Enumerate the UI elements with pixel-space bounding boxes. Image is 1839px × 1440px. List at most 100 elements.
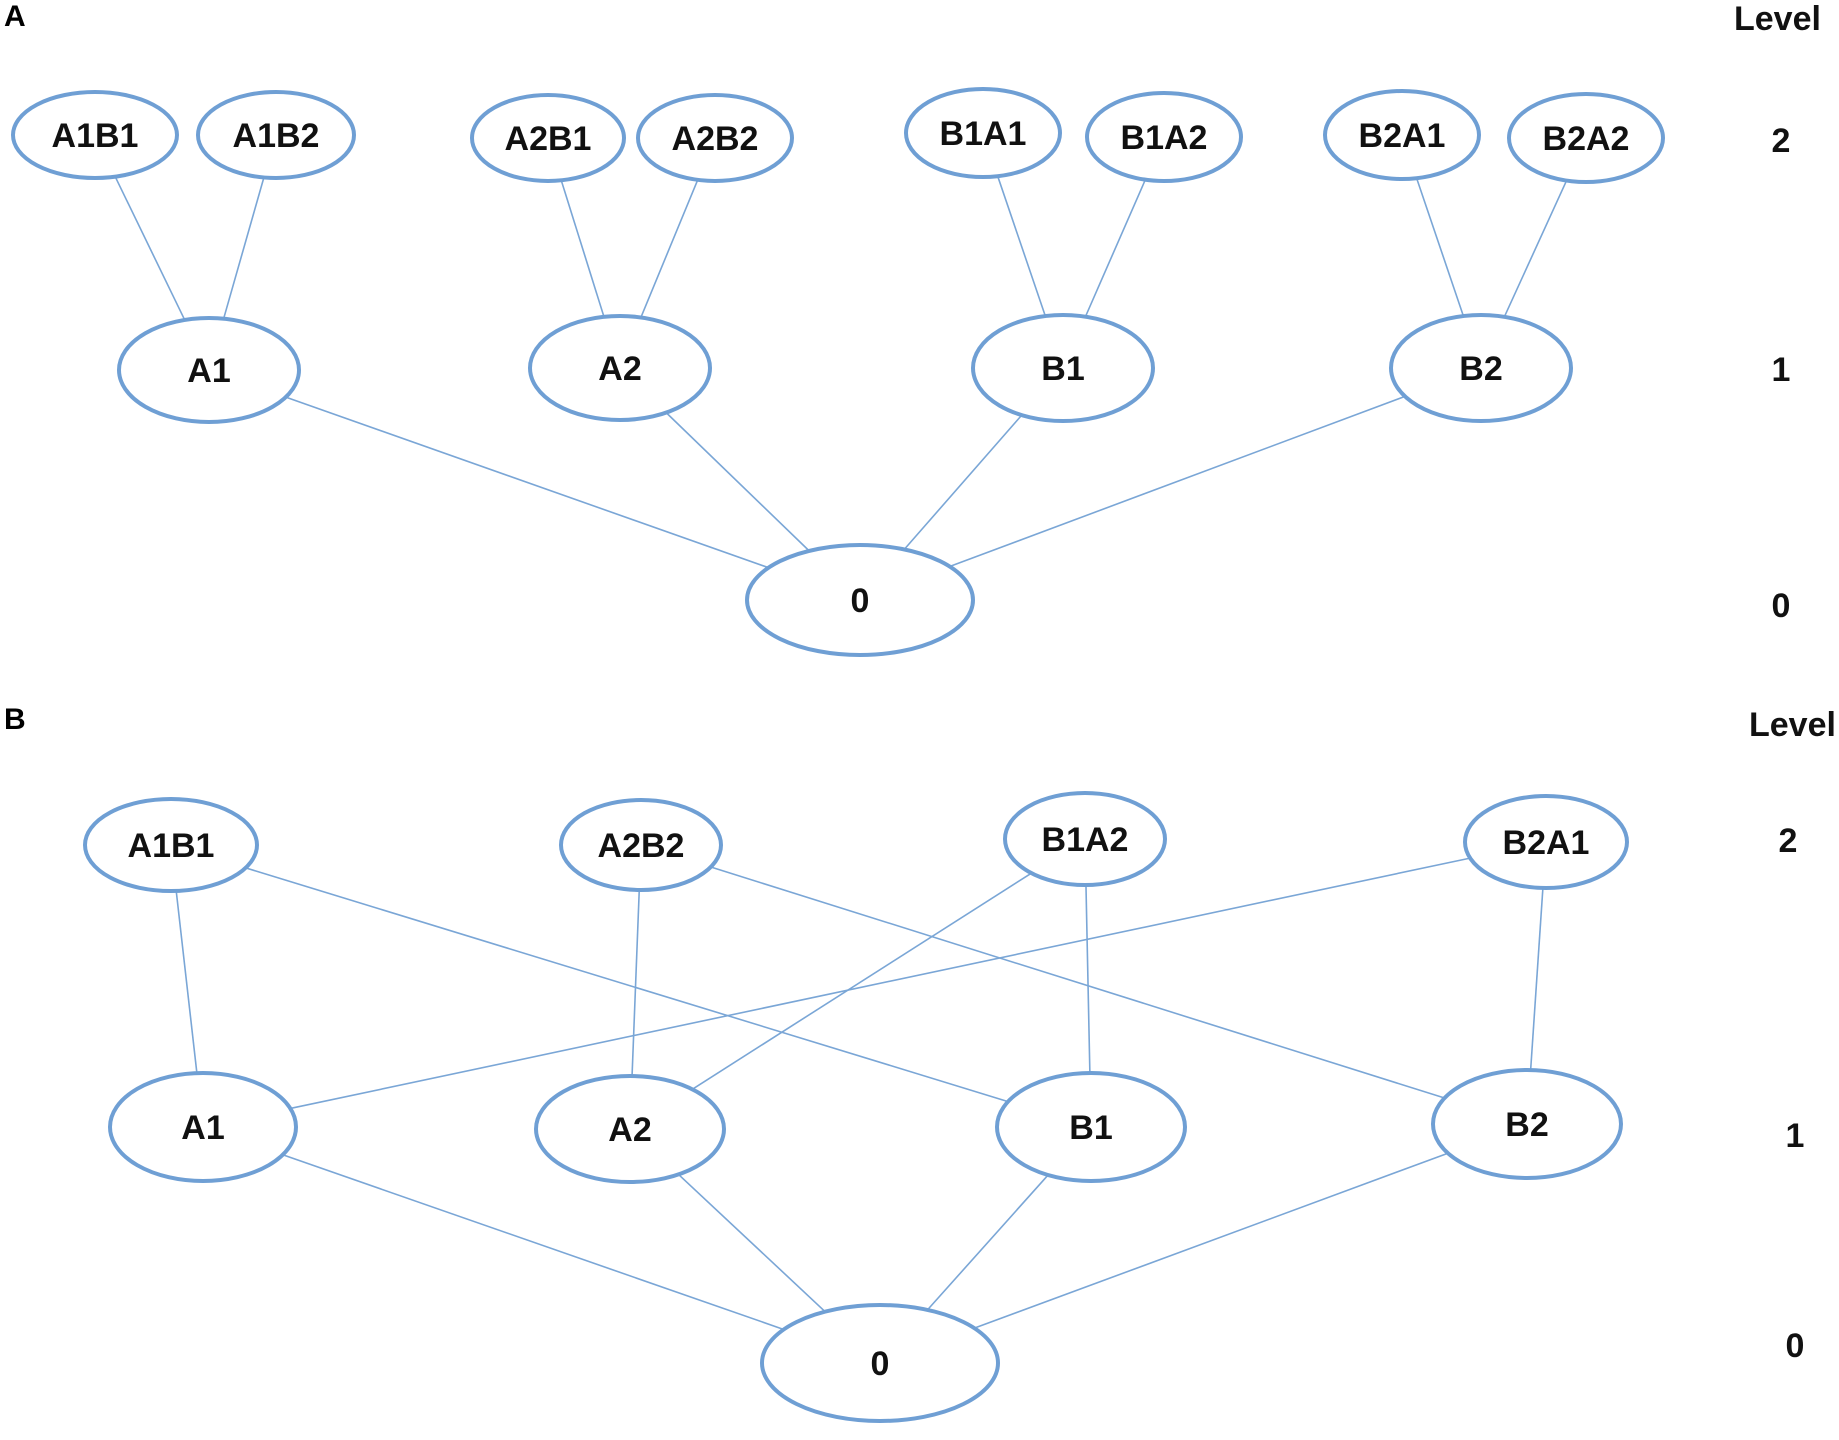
node-b2: B2: [1389, 313, 1573, 423]
node-a1-ellipse: [117, 316, 301, 424]
node-b2a1: B2A1: [1463, 794, 1629, 890]
node-a1b1: A1B1: [83, 797, 259, 893]
node-a1b2-ellipse: [196, 90, 356, 180]
panel-b-level-title: Level: [1749, 706, 1836, 744]
node-a1b1-label: A1B1: [128, 827, 215, 865]
edge-a2-root: [665, 412, 810, 552]
node-root-ellipse: [760, 1303, 1000, 1423]
edge-a2-root: [677, 1173, 826, 1313]
node-b2a1-ellipse: [1463, 794, 1629, 890]
edge-a2b2-a2: [631, 889, 641, 1077]
node-b1-label: B1: [1069, 1109, 1112, 1147]
node-b2a1-label: B2A1: [1503, 824, 1590, 862]
node-a1-label: A1: [181, 1109, 224, 1147]
edge-b2a1-b2: [1415, 177, 1465, 317]
node-a2b2-ellipse: [636, 93, 794, 183]
edge-b2-root: [974, 1152, 1449, 1329]
node-b1a2-label: B1A2: [1042, 821, 1129, 859]
node-a2b2-ellipse: [559, 798, 723, 892]
panel-a-level-0: 0: [1772, 587, 1791, 625]
node-b1-ellipse: [995, 1071, 1187, 1183]
node-a2: A2: [528, 314, 712, 422]
node-b1a1: B1A1: [904, 87, 1062, 179]
edge-a1-root: [282, 1154, 785, 1331]
node-a2b1: A2B1: [470, 93, 626, 183]
edge-b1-root: [926, 1174, 1049, 1311]
panel-b-level-2: 2: [1779, 822, 1798, 860]
edge-a1b2-a1: [222, 177, 265, 319]
node-root: 0: [745, 543, 975, 657]
node-a1-label: A1: [187, 352, 230, 390]
edge-b2a1-b2: [1529, 887, 1544, 1071]
node-a1b1-ellipse: [11, 90, 179, 180]
node-b2a2-ellipse: [1507, 92, 1665, 184]
edge-a2b2-a2: [640, 179, 699, 318]
node-a1: A1: [108, 1071, 298, 1183]
node-a2b2: A2B2: [559, 798, 723, 892]
edge-a1-root: [285, 396, 769, 569]
node-b1: B1: [971, 313, 1155, 423]
node-a2b1-label: A2B1: [505, 120, 592, 158]
node-b2a1-label: B2A1: [1359, 117, 1446, 155]
panel-a-level-1: 1: [1772, 351, 1791, 389]
edge-b1a2-b1: [1085, 884, 1091, 1074]
node-b1a2-label: B1A2: [1121, 119, 1208, 157]
node-root-label: 0: [851, 582, 870, 620]
node-b2-ellipse: [1389, 313, 1573, 423]
node-b1-ellipse: [971, 313, 1155, 423]
edge-b1a2-a2: [691, 872, 1032, 1090]
node-b2a2-label: B2A2: [1543, 120, 1630, 158]
node-root: 0: [760, 1303, 1000, 1423]
panel-b-label: B: [4, 703, 26, 736]
edge-b2a2-b2: [1503, 180, 1568, 318]
edge-b2-root: [949, 395, 1406, 568]
node-b2: B2: [1431, 1068, 1623, 1180]
node-b2a1-ellipse: [1323, 89, 1481, 181]
edge-b1a1-b1: [996, 175, 1047, 317]
node-b1a1-label: B1A1: [940, 115, 1027, 153]
node-a2: A2: [534, 1074, 726, 1184]
node-b2a2: B2A2: [1507, 92, 1665, 184]
node-a1: A1: [117, 316, 301, 424]
node-b1-label: B1: [1041, 350, 1084, 388]
node-a2-ellipse: [534, 1074, 726, 1184]
node-a2b2: A2B2: [636, 93, 794, 183]
panel-a-edges: [114, 175, 1568, 569]
node-root-label: 0: [871, 1345, 890, 1383]
edge-b1-root: [903, 414, 1023, 550]
node-b1a2: B1A2: [1085, 91, 1243, 183]
node-a1b2-label: A1B2: [233, 117, 320, 155]
edge-a1b1-a1: [175, 890, 198, 1074]
node-b1a2-ellipse: [1085, 91, 1243, 183]
node-b2-ellipse: [1431, 1068, 1623, 1180]
node-a2b1-ellipse: [470, 93, 626, 183]
panel-a-label: A: [4, 0, 26, 33]
edge-a2b2-b2: [710, 866, 1445, 1099]
panel-b-edges: [175, 857, 1544, 1331]
edge-b2a1-a1: [290, 857, 1471, 1110]
node-b1a1-ellipse: [904, 87, 1062, 179]
node-a2-label: A2: [598, 350, 641, 388]
panel-a-level-title: Level: [1734, 0, 1821, 38]
node-a1b1-ellipse: [83, 797, 259, 893]
edge-b1a2-b1: [1084, 179, 1147, 317]
panel-b-level-0: 0: [1786, 1327, 1805, 1365]
node-a1-ellipse: [108, 1071, 298, 1183]
node-b1a2: B1A2: [1003, 791, 1167, 887]
node-b1: B1: [995, 1071, 1187, 1183]
node-a1b2: A1B2: [196, 90, 356, 180]
node-root-ellipse: [745, 543, 975, 657]
node-b2-label: B2: [1459, 350, 1502, 388]
panel-a-level-2: 2: [1772, 122, 1791, 160]
node-b2-label: B2: [1505, 1106, 1548, 1144]
node-a2-ellipse: [528, 314, 712, 422]
node-b2a1: B2A1: [1323, 89, 1481, 181]
node-a2-label: A2: [608, 1111, 651, 1149]
panel-b-level-1: 1: [1786, 1117, 1805, 1155]
edge-a1b1-b1: [245, 867, 1009, 1103]
